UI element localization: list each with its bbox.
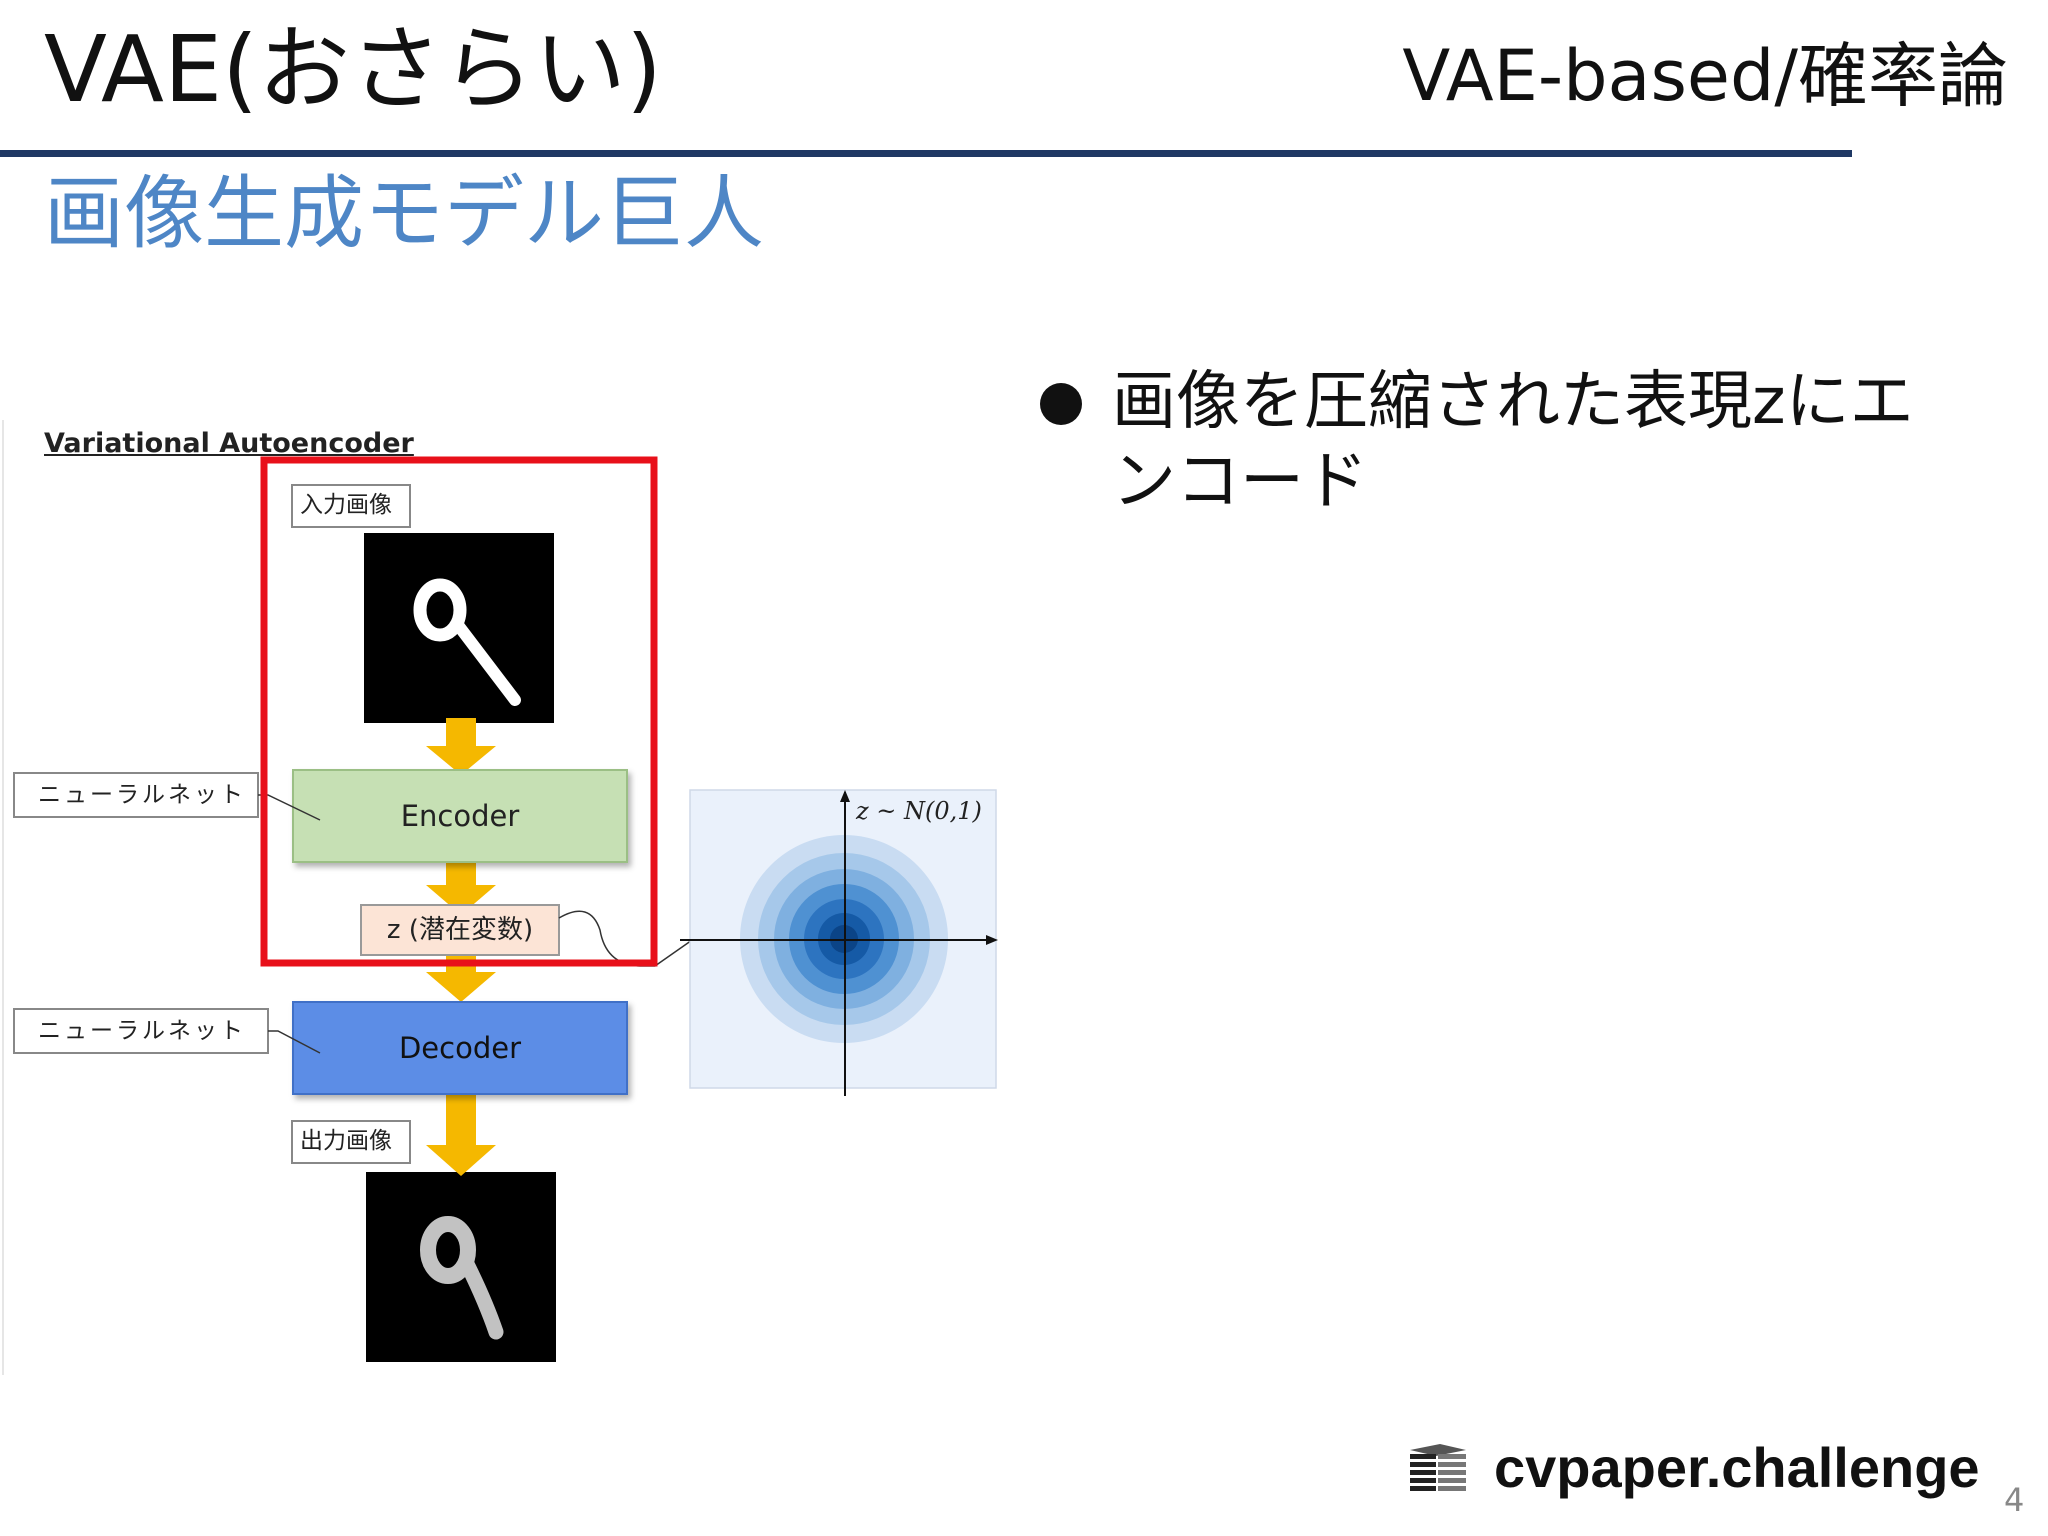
encoder-box xyxy=(292,769,628,863)
prior-distribution-plot xyxy=(680,789,998,1096)
encoder-highlight-frame xyxy=(260,456,658,967)
nn-decoder-label: ニューラルネット xyxy=(38,1018,246,1044)
arrow-decoder-output xyxy=(426,1095,496,1176)
decoder-label: Decoder xyxy=(398,1031,522,1065)
bullet-text: 画像を圧縮された表現zにエンコード xyxy=(1112,365,1914,519)
arrow-latent-decoder xyxy=(426,950,496,1002)
page-number: 4 xyxy=(2004,1481,2025,1519)
input-digit-glyph xyxy=(413,578,521,706)
slide-topic: VAE-based/確率論 xyxy=(1402,35,2008,117)
vae-diagram: Variational Autoencoder 入力画像 出力画像 ニューラルネ… xyxy=(0,420,1010,1380)
nn-encoder-label: ニューラルネット xyxy=(38,782,246,808)
diagram-heading: Variational Autoencoder xyxy=(44,428,414,459)
input-label: 入力画像 xyxy=(300,492,392,518)
nn-decoder-label-box xyxy=(13,1008,269,1054)
encoder-label: Encoder xyxy=(400,799,520,833)
flow-arrows xyxy=(426,718,496,1176)
slide-subtitle: 画像生成モデル巨人 xyxy=(44,167,764,260)
output-label-box xyxy=(291,1120,411,1164)
arrow-encoder-latent xyxy=(426,863,496,915)
vae-diagram-graphic xyxy=(2,420,998,1375)
brand-logo-text: cvpaper.challenge xyxy=(1494,1436,1980,1499)
latent-label: z (潜在変数) xyxy=(386,915,534,945)
input-label-box xyxy=(291,484,411,528)
output-label: 出力画像 xyxy=(300,1128,392,1154)
output-digit-glyph xyxy=(420,1216,504,1340)
bullet-icon xyxy=(1040,383,1082,425)
stacked-layers-icon xyxy=(1410,1444,1466,1491)
decoder-box xyxy=(292,1001,628,1095)
prior-formula: z ~ N(0,1) xyxy=(856,797,982,825)
slide-title: VAE(おさらい) xyxy=(44,16,662,123)
arrow-input-encoder xyxy=(426,718,496,775)
latent-box xyxy=(360,904,560,956)
header-rule xyxy=(0,150,1852,157)
